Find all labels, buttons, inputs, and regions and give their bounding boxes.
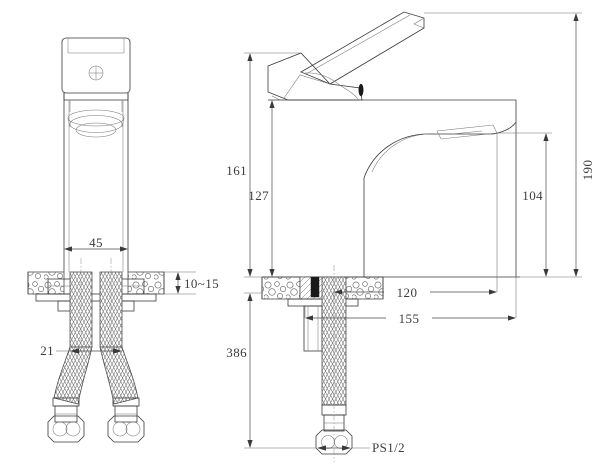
- dim-120: 120: [333, 133, 498, 300]
- side-view: [261, 11, 520, 462]
- dim-127: 127: [248, 99, 275, 277]
- dim-386-label: 386: [226, 345, 247, 360]
- dim-190-label: 190: [580, 160, 595, 181]
- front-aerator: [67, 109, 125, 138]
- dim-127-label: 127: [248, 188, 269, 203]
- dim-120-label: 120: [397, 285, 418, 300]
- dim-ps12-label: PS1/2: [372, 440, 405, 455]
- dim-161: 161: [226, 52, 301, 278]
- dim-45: 45: [63, 235, 129, 272]
- dim-10-15: 10~15: [164, 271, 219, 295]
- dim-155: 155: [304, 122, 517, 326]
- dim-21-label: 21: [40, 343, 54, 358]
- front-hose-right-leg: [99, 346, 139, 405]
- front-connector-left: [47, 397, 85, 443]
- dim-386: 386: [226, 292, 316, 449]
- dim-190: 190: [424, 12, 595, 278]
- front-handle-cap: [61, 37, 131, 94]
- dim-104: 104: [497, 132, 552, 277]
- front-body-collar: [63, 93, 129, 112]
- front-hose-upper: [69, 271, 123, 348]
- dim-45-label: 45: [89, 235, 103, 250]
- front-counter-section: [27, 271, 165, 295]
- front-view: [27, 37, 165, 443]
- side-handle-base: [267, 52, 364, 101]
- dim-ps12: PS1/2: [317, 440, 405, 455]
- dim-155-label: 155: [399, 311, 420, 326]
- dim-161-label: 161: [226, 163, 247, 178]
- side-body: [363, 100, 517, 277]
- dim-104-label: 104: [522, 188, 543, 203]
- front-connector-right: [107, 397, 145, 443]
- side-lever-handle: [300, 11, 425, 85]
- front-hose-left-leg: [53, 346, 93, 405]
- dim-21: 21: [40, 343, 122, 358]
- dim-10-15-label: 10~15: [184, 276, 219, 291]
